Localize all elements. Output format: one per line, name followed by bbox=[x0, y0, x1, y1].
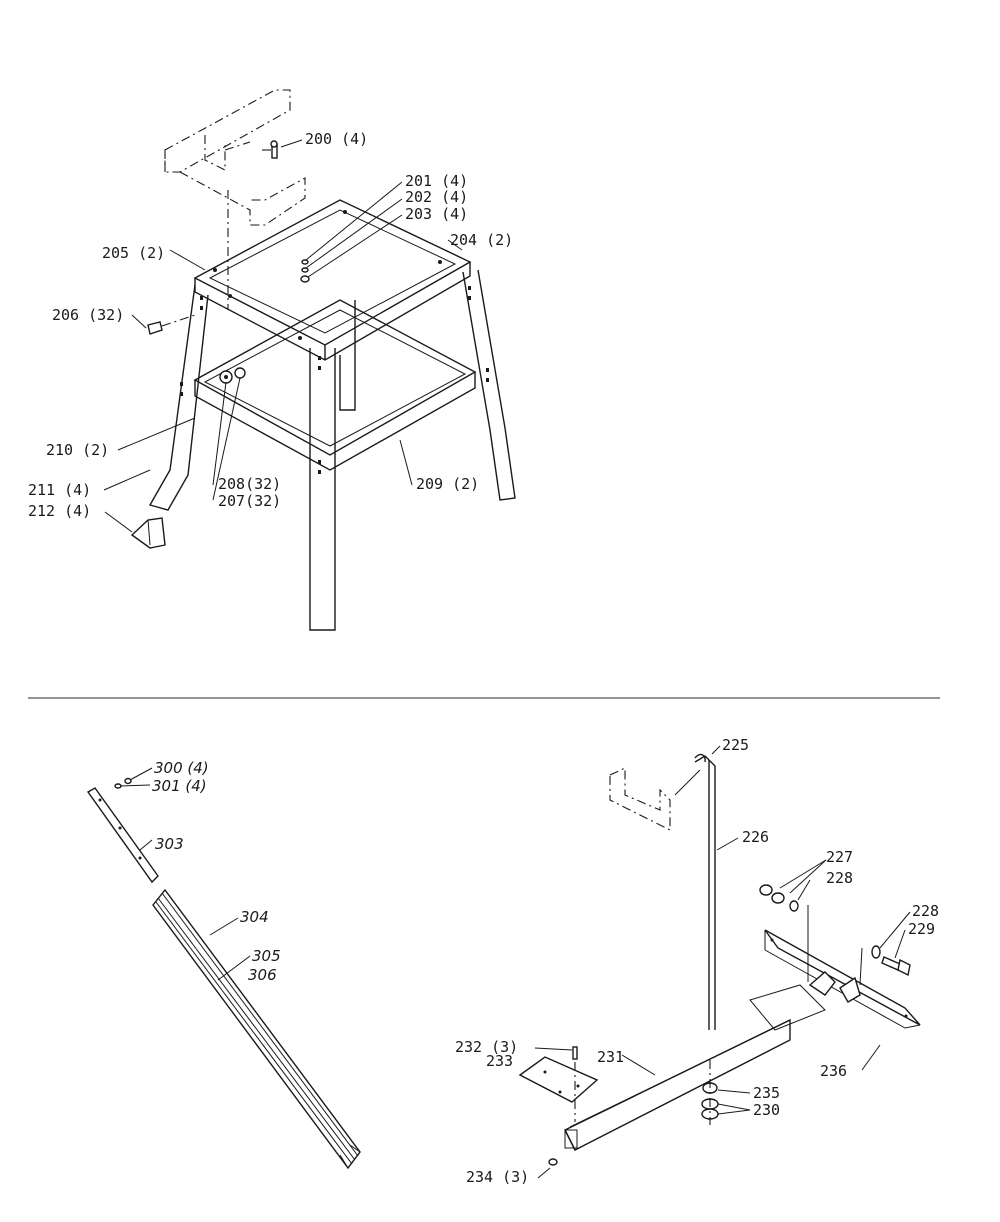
rail-bar-303 bbox=[86, 787, 159, 884]
arm-leader-lines bbox=[534, 745, 911, 1179]
support-arm-assembly: 225 226 227 228 228 229 232 (3) 233 231 … bbox=[455, 736, 939, 1186]
stand-assembly: 200 (4) 201 (4) 202 (4) 203 (4) 204 (2) … bbox=[28, 89, 516, 631]
table-underside-outline bbox=[164, 89, 306, 310]
callout-200: 200 (4) bbox=[305, 130, 368, 148]
rail-leader-lines bbox=[119, 767, 251, 981]
carriage-bolt-206 bbox=[147, 314, 196, 335]
callout-206: 206 (32) bbox=[52, 306, 124, 324]
pin-225 bbox=[694, 753, 706, 763]
callout-211: 211 (4) bbox=[28, 481, 91, 499]
top-bolt-200 bbox=[270, 140, 278, 159]
rod-226 bbox=[674, 755, 716, 1030]
callout-303: 303 bbox=[155, 835, 184, 853]
arm-tube-231 bbox=[564, 1018, 791, 1151]
hardware-227-228 bbox=[759, 884, 809, 982]
callout-226: 226 bbox=[742, 828, 769, 846]
washer-nut-207-208 bbox=[219, 367, 246, 384]
screw-232 bbox=[572, 1046, 578, 1122]
pad-plate-233 bbox=[518, 1056, 599, 1103]
bracket-236 bbox=[749, 929, 921, 1031]
callout-227: 227 bbox=[826, 848, 853, 866]
callout-204: 204 (2) bbox=[450, 231, 513, 249]
fence-rail-assembly: 300 (4) 301 (4) 303 304 305 306 bbox=[86, 759, 361, 1170]
leg-foot bbox=[130, 517, 166, 549]
callout-205: 205 (2) bbox=[102, 244, 165, 262]
mount-bracket-outline bbox=[609, 767, 671, 831]
callout-209: 209 (2) bbox=[416, 475, 479, 493]
callout-230: 230 bbox=[753, 1101, 780, 1119]
washers-230-235 bbox=[701, 1060, 719, 1125]
frame-holes bbox=[180, 210, 489, 474]
rail-extrusion-304 bbox=[152, 888, 361, 1170]
callout-232: 232 (3) bbox=[455, 1038, 518, 1056]
callout-304: 304 bbox=[240, 908, 269, 926]
screw-300-301 bbox=[114, 777, 132, 789]
callout-231: 231 bbox=[597, 1048, 624, 1066]
stand-top-frame bbox=[193, 199, 472, 361]
stand-legs bbox=[148, 269, 516, 631]
callout-306: 306 bbox=[248, 966, 277, 984]
bolt-229 bbox=[859, 945, 911, 986]
callout-202: 202 (4) bbox=[405, 188, 468, 206]
callout-212: 212 (4) bbox=[28, 502, 91, 520]
callout-301: 301 (4) bbox=[152, 777, 207, 795]
callout-229: 229 bbox=[908, 920, 935, 938]
callout-300: 300 (4) bbox=[154, 759, 209, 777]
stand-leader-lines bbox=[103, 139, 463, 533]
callout-305: 305 bbox=[252, 947, 281, 965]
callout-203: 203 (4) bbox=[405, 205, 468, 223]
callout-228-upper: 228 bbox=[826, 869, 853, 887]
nut-234 bbox=[548, 1158, 558, 1166]
callout-208: 208(32) bbox=[218, 475, 281, 493]
stand-lower-frame bbox=[193, 299, 477, 471]
callout-233: 233 bbox=[486, 1052, 513, 1070]
callout-210: 210 (2) bbox=[46, 441, 109, 459]
callout-228-lower: 228 bbox=[912, 902, 939, 920]
hardware-201-203 bbox=[300, 259, 310, 283]
callout-225: 225 bbox=[722, 736, 749, 754]
callout-234: 234 (3) bbox=[466, 1168, 529, 1186]
callout-207: 207(32) bbox=[218, 492, 281, 510]
callout-235: 235 bbox=[753, 1084, 780, 1102]
callout-236: 236 bbox=[820, 1062, 847, 1080]
callout-201: 201 (4) bbox=[405, 172, 468, 190]
